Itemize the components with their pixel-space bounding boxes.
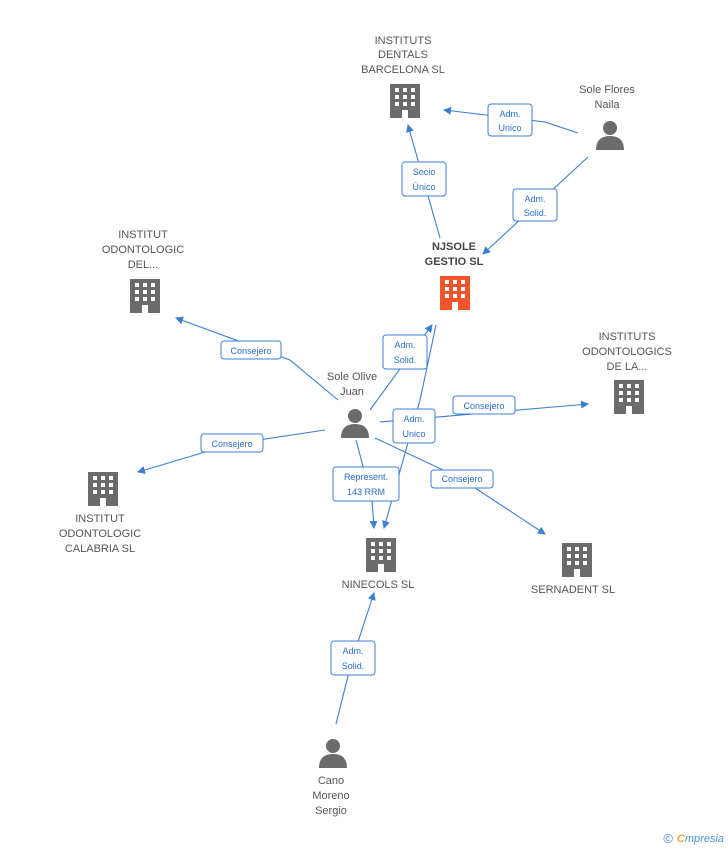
edge-label-e6[interactable]: Consejero xyxy=(452,395,516,415)
brand-logo: Cmpresia xyxy=(676,832,724,845)
node-institut-odontologic-calabria[interactable]: INSTITUT ODONTOLOGIC CALABRIA SL xyxy=(59,472,141,555)
edge-label-text: Consejero xyxy=(441,474,482,484)
edge-label-e11[interactable]: Adm. Solid. xyxy=(330,640,376,676)
copyright-icon: © xyxy=(663,831,673,846)
building-icon xyxy=(562,543,592,577)
node-label: GESTIO SL xyxy=(425,256,484,268)
edge-label-e2[interactable]: Adm. Solid. xyxy=(512,188,558,222)
node-sernadent[interactable]: SERNADENT SL xyxy=(531,543,615,596)
node-label: ODONTOLOGICS xyxy=(582,346,672,358)
edge-label-text: Solid. xyxy=(524,208,547,218)
footer-brand[interactable]: © Cmpresia xyxy=(663,831,724,846)
node-label: DENTALS xyxy=(378,49,428,61)
edge-label-e5[interactable]: Adm. Solid. xyxy=(382,334,428,370)
node-label: INSTITUTS xyxy=(375,35,432,47)
edge-labels: Adm. Unico Adm. Solid. Socio Único Conse… xyxy=(200,103,558,676)
node-sole-flores-naila[interactable]: Sole Flores Naila xyxy=(579,84,635,150)
building-icon xyxy=(390,84,420,118)
edge-adm-unico-flores-dentals xyxy=(443,106,579,134)
edge-label-text: Represent. xyxy=(344,472,388,482)
edge-label-text: Unico xyxy=(498,123,521,133)
edge-label-text: Adm. xyxy=(499,109,520,119)
edge-label-text: Adm. xyxy=(524,194,545,204)
node-label: NJSOLE xyxy=(432,241,476,253)
node-label: SERNADENT SL xyxy=(531,584,615,596)
edge-label-text: Adm. xyxy=(394,340,415,350)
building-icon xyxy=(440,276,470,310)
edge-label-text: Adm. xyxy=(342,646,363,656)
node-label: INSTITUT xyxy=(75,513,125,525)
edge-label-e4[interactable]: Consejero xyxy=(220,340,282,360)
node-cano-moreno-sergio[interactable]: Cano Moreno Sergio xyxy=(312,739,350,817)
node-sole-olive-juan[interactable]: Sole Olive Juan xyxy=(327,371,377,438)
person-icon xyxy=(596,121,624,150)
edge-label-text: Adm. xyxy=(403,414,424,424)
node-label: CALABRIA SL xyxy=(65,543,135,555)
node-label: Sole Flores xyxy=(579,84,635,96)
edge-label-e7[interactable]: Adm. Unico xyxy=(392,408,436,444)
edge-label-e10[interactable]: Consejero xyxy=(430,469,494,489)
node-label: Cano xyxy=(318,775,344,787)
building-icon xyxy=(88,472,118,506)
node-label: Sole Olive xyxy=(327,371,377,383)
node-label: Juan xyxy=(340,386,364,398)
edge-consejero-olive-del xyxy=(175,316,339,401)
edge-label-text: Solid. xyxy=(342,661,365,671)
node-label: INSTITUT xyxy=(118,229,168,241)
person-icon xyxy=(341,409,369,438)
node-label: Moreno xyxy=(312,790,349,802)
building-icon xyxy=(366,538,396,572)
node-label: Naila xyxy=(594,99,620,111)
edge-label-text: Consejero xyxy=(230,346,271,356)
node-instituts-dentals-barcelona[interactable]: INSTITUTS DENTALS BARCELONA SL xyxy=(361,35,445,118)
edge-label-text: Unico xyxy=(402,429,425,439)
edge-label-text: Consejero xyxy=(211,439,252,449)
edge-label-text: 143 RRM xyxy=(347,487,385,497)
node-label: ODONTOLOGIC xyxy=(59,528,141,540)
person-icon xyxy=(319,739,347,768)
node-label: ODONTOLOGIC xyxy=(102,244,184,256)
node-label: Sergio xyxy=(315,805,347,817)
edge-label-e8[interactable]: Consejero xyxy=(200,433,264,453)
building-icon xyxy=(614,380,644,414)
node-njsole-gestio[interactable]: NJSOLE GESTIO SL xyxy=(425,241,484,310)
edge-label-e1[interactable]: Adm. Unico xyxy=(487,103,533,137)
node-ninecols[interactable]: NINECOLS SL xyxy=(342,538,415,591)
edge-label-text: Consejero xyxy=(463,401,504,411)
building-icon xyxy=(130,279,160,313)
node-label: INSTITUTS xyxy=(599,331,656,343)
edge-label-text: Solid. xyxy=(394,355,417,365)
node-instituts-odontologics[interactable]: INSTITUTS ODONTOLOGICS DE LA... xyxy=(582,331,672,414)
edge-label-text: Único xyxy=(412,182,435,192)
edge-label-text: Socio xyxy=(413,167,436,177)
node-label: NINECOLS SL xyxy=(342,579,415,591)
node-institut-odontologic-del[interactable]: INSTITUT ODONTOLOGIC DEL... xyxy=(102,229,184,313)
node-label: DE LA... xyxy=(607,361,648,373)
node-label: DEL... xyxy=(128,259,159,271)
edge-label-e3[interactable]: Socio Único xyxy=(401,161,447,197)
edge-label-e9[interactable]: Represent. 143 RRM xyxy=(332,466,400,502)
node-label: BARCELONA SL xyxy=(361,64,445,76)
